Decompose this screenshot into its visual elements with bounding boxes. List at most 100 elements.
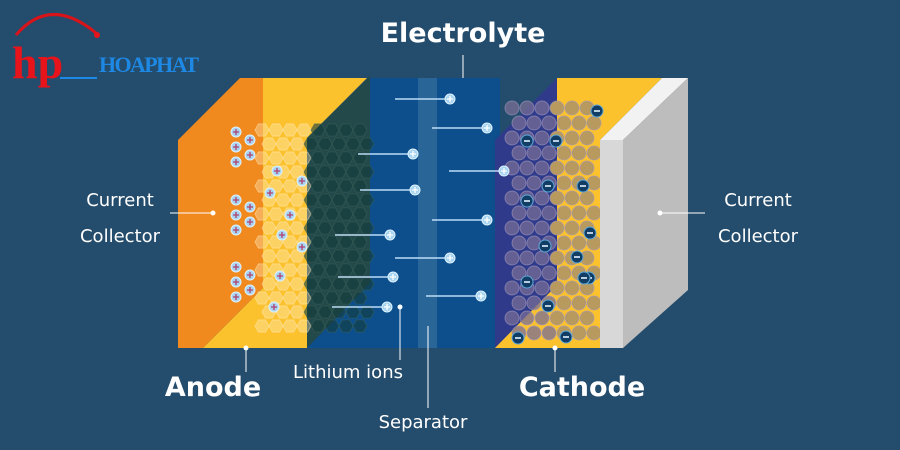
cathode-particle — [511, 295, 527, 311]
graphite-hex — [338, 263, 354, 277]
lithium-ion-icon — [384, 229, 396, 241]
graphite-hex — [345, 193, 361, 207]
lithium-ion-icon — [230, 261, 242, 273]
cathode-particle — [519, 250, 535, 266]
cathode-particle — [526, 115, 542, 131]
lithium-ion-icon — [296, 175, 308, 187]
lithium-ion-icon — [264, 187, 276, 199]
cathode-particle — [526, 205, 542, 221]
cathode-particle — [556, 295, 572, 311]
graphite-hex — [254, 291, 270, 305]
lithium-ion-icon — [244, 269, 256, 281]
lithium-ion-icon — [230, 156, 242, 168]
cathode-particle — [586, 115, 602, 131]
lithium-ion-icon — [244, 201, 256, 213]
graphite-hex — [282, 179, 298, 193]
cathode-particle — [579, 160, 595, 176]
graphite-hex — [254, 319, 270, 333]
graphite-hex — [268, 123, 284, 137]
cathode-particle — [526, 325, 542, 341]
lithium-ion-icon — [230, 209, 242, 221]
cathode-particle — [504, 130, 520, 146]
anode-collector — [178, 78, 263, 348]
graphite-hex — [359, 305, 375, 319]
cathode-particle — [549, 190, 565, 206]
graphite-hex — [310, 319, 326, 333]
cathode-particle — [541, 265, 557, 281]
graphite-hex — [268, 207, 284, 221]
lithium-ion-icon — [381, 301, 393, 313]
graphite-hex — [338, 319, 354, 333]
graphite-hex — [310, 235, 326, 249]
lithium-ion-icon — [284, 209, 296, 221]
graphite-hex — [261, 137, 277, 151]
cathode-particle — [504, 280, 520, 296]
graphite-hex — [282, 151, 298, 165]
graphite-hex — [310, 123, 326, 137]
graphite-hex — [254, 123, 270, 137]
graphite-hex — [317, 277, 333, 291]
cathode-particle — [511, 175, 527, 191]
graphite-hex — [296, 291, 312, 305]
cathode-particle — [534, 130, 550, 146]
electron-icon — [520, 275, 534, 289]
cathode-label: Cathode — [518, 372, 646, 403]
cathode-particle — [549, 280, 565, 296]
electron-icon — [520, 194, 534, 208]
electron-icon — [577, 271, 591, 285]
leader-lines — [170, 55, 705, 408]
cathode-particle — [564, 280, 580, 296]
cathode-particle — [511, 265, 527, 281]
graphite-hex — [261, 277, 277, 291]
lithium-ion-icon — [268, 301, 280, 313]
cathode-particle — [556, 115, 572, 131]
graphite-hex — [303, 249, 319, 263]
cathode-particle — [556, 175, 572, 191]
lithium-ion-icon — [230, 224, 242, 236]
graphite-hex — [352, 207, 368, 221]
cathode-particle — [541, 115, 557, 131]
svg-text:hp: hp — [12, 37, 63, 88]
cathode-particle — [519, 160, 535, 176]
graphite-hex — [324, 123, 340, 137]
graphite-hex — [324, 263, 340, 277]
cathode-particle — [504, 100, 520, 116]
cathode-particle — [526, 295, 542, 311]
graphite-hex — [289, 305, 305, 319]
lithium-ion-icon — [387, 271, 399, 283]
graphite-hex — [303, 277, 319, 291]
anode-label: Anode — [164, 372, 262, 403]
electron-icon — [511, 331, 525, 345]
graphite-hex — [338, 123, 354, 137]
graphite-hex — [359, 165, 375, 179]
graphite-hex — [310, 291, 326, 305]
graphite-hex — [345, 277, 361, 291]
graphite-hex — [303, 305, 319, 319]
graphite-hex — [352, 291, 368, 305]
cathode-particle — [534, 310, 550, 326]
cathode-particle — [549, 100, 565, 116]
cathode-particle — [564, 160, 580, 176]
cathode-particle — [556, 235, 572, 251]
graphite-hex — [331, 277, 347, 291]
cathode-particle — [534, 220, 550, 236]
graphite-hex — [296, 263, 312, 277]
cathode-particle — [556, 145, 572, 161]
cathode-particle — [519, 220, 535, 236]
graphite-hex — [275, 193, 291, 207]
cathode-particle — [526, 265, 542, 281]
graphite-hex — [303, 165, 319, 179]
graphite-hex — [324, 319, 340, 333]
electron-icon — [549, 134, 563, 148]
graphite-hex — [268, 291, 284, 305]
electron-icon — [570, 250, 584, 264]
graphite-hex — [261, 221, 277, 235]
graphite-hex — [324, 235, 340, 249]
cathode-particle — [571, 295, 587, 311]
cathode-particle — [586, 205, 602, 221]
graphite-hex — [324, 207, 340, 221]
lithium-ion-icon — [274, 270, 286, 282]
lithium-ion-icon — [409, 184, 421, 196]
graphite-hex — [331, 137, 347, 151]
cathode-particle — [571, 145, 587, 161]
